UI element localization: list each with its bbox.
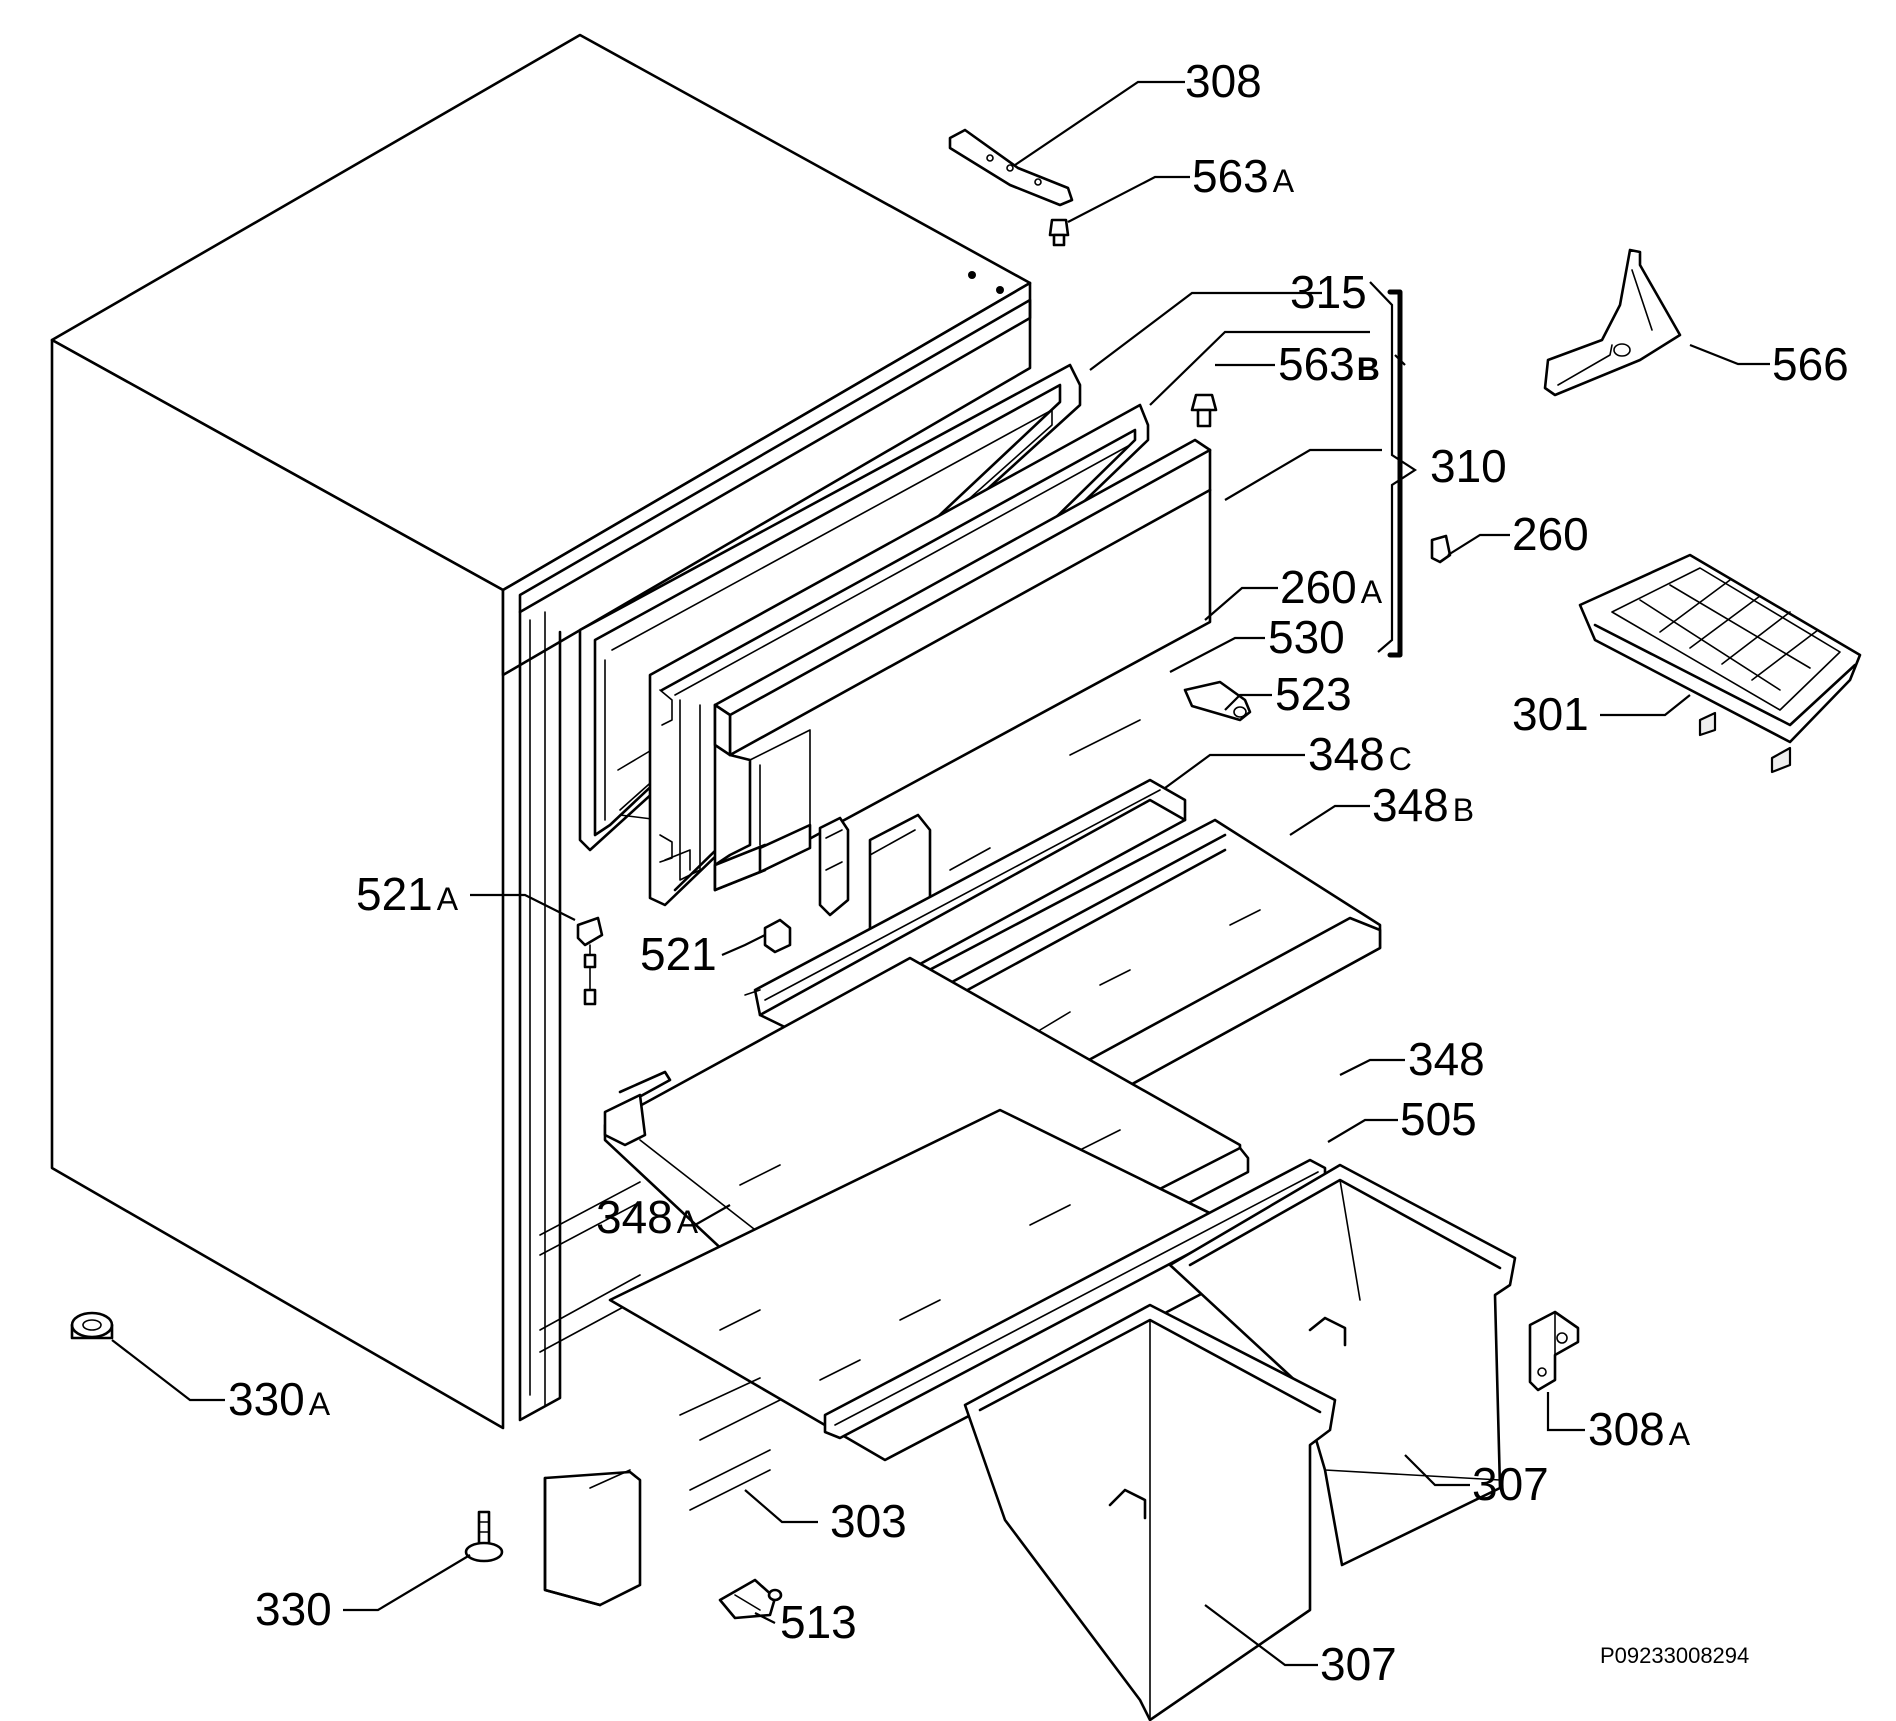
label-563b: 563B	[1278, 338, 1380, 390]
shelf-348c	[744, 719, 1187, 1034]
foot-330a	[70, 1311, 114, 1340]
label-301: 301	[1512, 688, 1589, 740]
clip-513	[718, 1578, 783, 1620]
label-260: 260	[1512, 508, 1589, 560]
group-bracket-310	[1387, 289, 1403, 658]
label-315: 315	[1290, 266, 1367, 318]
label-307-right: 307	[1472, 1458, 1549, 1510]
bottom-cover-303	[543, 1377, 781, 1607]
door-panel-260a	[713, 438, 1212, 892]
bracket-308a	[1528, 1310, 1580, 1392]
screw-563a	[1048, 218, 1070, 247]
reference-code: P09233008294	[1600, 1643, 1749, 1668]
part-523	[1183, 680, 1252, 722]
label-530: 530	[1268, 611, 1345, 663]
brace-310	[1369, 281, 1418, 653]
label-330: 330	[255, 1583, 332, 1635]
clip-260	[1430, 534, 1452, 564]
label-348: 348	[1408, 1033, 1485, 1085]
cabinet-body	[50, 33, 1032, 1430]
label-505: 505	[1400, 1093, 1477, 1145]
label-308: 308	[1185, 55, 1262, 107]
switch-521a	[576, 916, 604, 1006]
label-310: 310	[1430, 440, 1507, 492]
label-521: 521	[640, 928, 717, 980]
crisper-drawer-307-front	[963, 1303, 1337, 1721]
lamp-521	[763, 918, 792, 954]
hinge-bracket-308	[948, 128, 1074, 207]
screw-563b	[1190, 393, 1218, 428]
label-307-front: 307	[1320, 1638, 1397, 1690]
label-513: 513	[780, 1596, 857, 1648]
leader-lines	[111, 80, 1770, 1667]
label-566: 566	[1772, 338, 1849, 390]
hinge-566	[1543, 248, 1682, 397]
label-523: 523	[1275, 668, 1352, 720]
foot-330	[464, 1510, 504, 1563]
label-303: 303	[830, 1495, 907, 1547]
ice-tray-301	[1578, 553, 1862, 774]
